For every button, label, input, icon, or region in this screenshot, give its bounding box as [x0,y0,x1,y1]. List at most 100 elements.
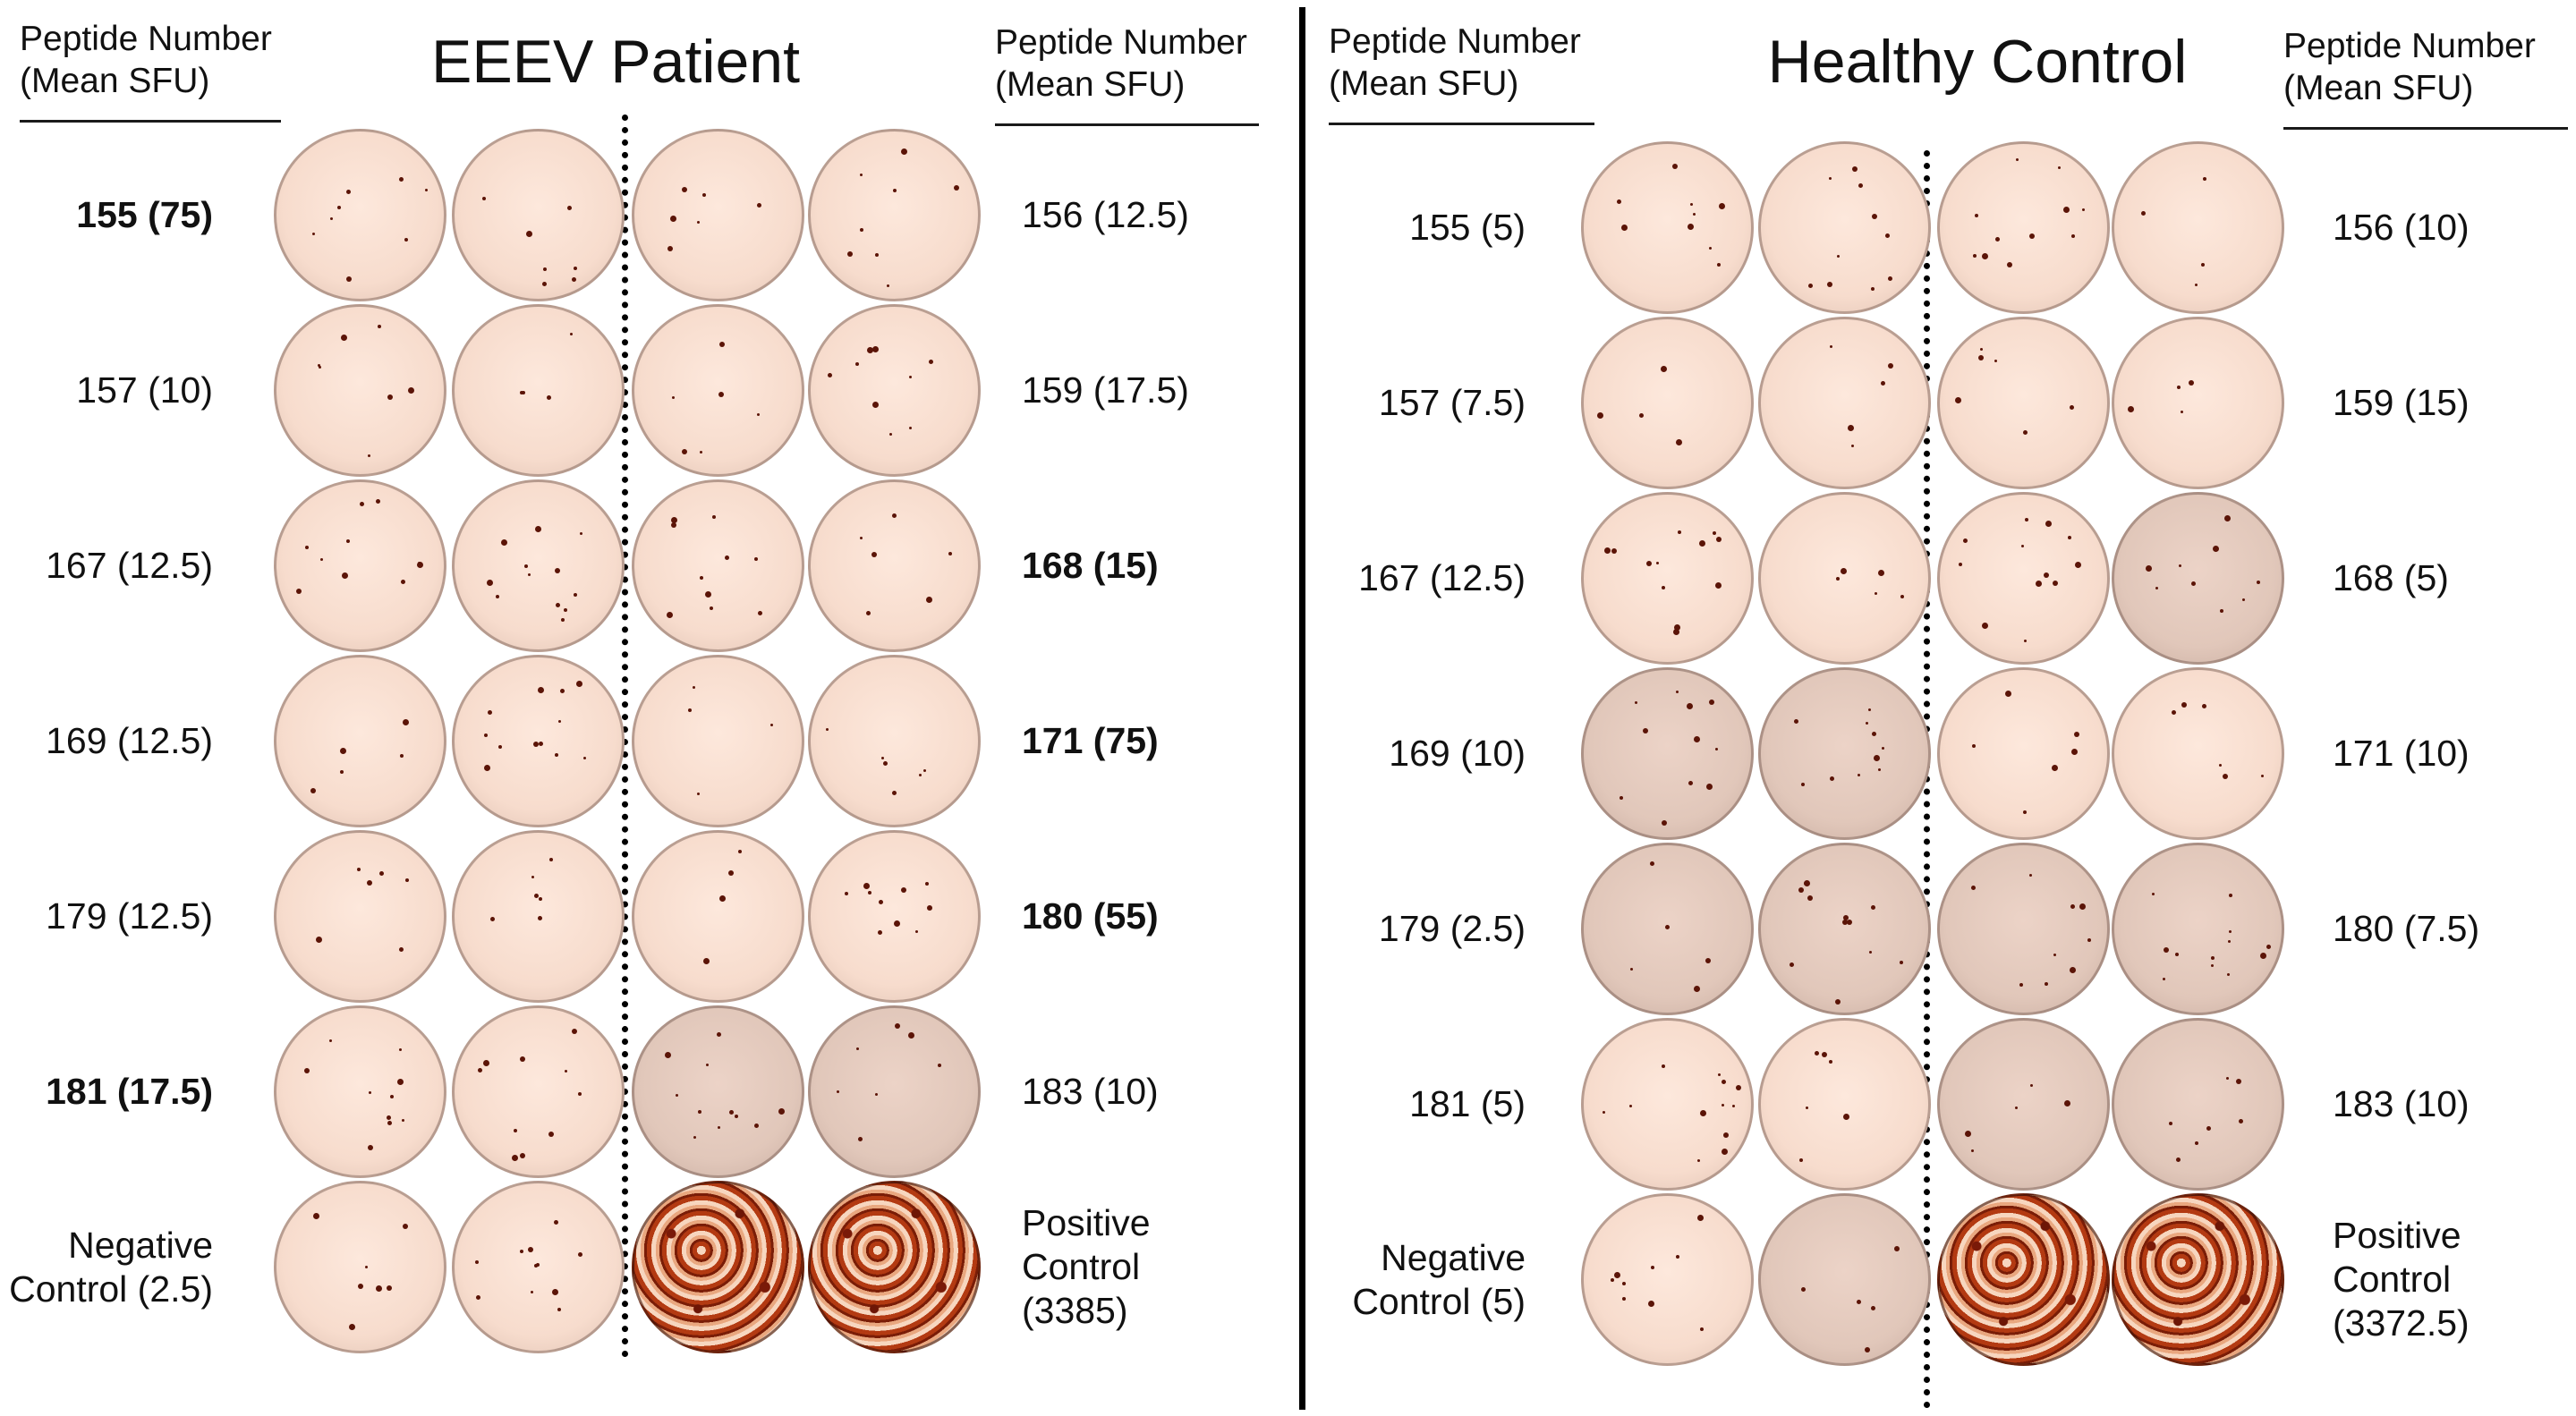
spot [2023,429,2028,435]
left-peptide-label: 155 (75) [0,193,213,237]
spot [667,245,673,251]
spot [2028,873,2032,877]
spot [1732,1104,1736,1107]
spot [2202,704,2207,709]
spot [551,1288,558,1295]
spot [489,917,495,922]
spot [1676,691,1679,694]
elispot-well [632,830,804,1003]
spot [368,454,371,458]
elispot-well [274,1005,446,1178]
spot [719,342,726,348]
spot [1865,721,1868,725]
label-line: Control (2.5) [9,1268,213,1310]
spot [531,1291,534,1294]
spot [1842,914,1849,920]
spot [538,686,545,693]
spot [666,612,673,619]
elispot-well [452,655,625,827]
spot [1977,355,1984,361]
left-column-header: Peptide Number(Mean SFU) [20,18,281,102]
replicate-divider-dotted-line [622,114,628,1358]
spot [1973,253,1977,258]
spot [927,904,933,911]
spot [1871,1305,1876,1310]
spot [319,365,322,369]
spot [2226,1076,2230,1080]
spot [2195,283,2198,286]
spot [1672,163,1678,169]
spot [2181,410,2184,413]
spot [2069,404,2074,410]
right-header-underline [2283,127,2568,130]
spot [1801,1286,1807,1292]
spot [1857,1300,1862,1305]
spot [2151,892,2155,895]
spot [1649,861,1654,867]
spot [387,1285,393,1292]
label-line: 181 (17.5) [46,1071,213,1112]
spot [716,1031,721,1037]
spot [574,266,578,270]
spot [358,1284,364,1290]
spot [389,1094,394,1098]
spot [553,1219,558,1225]
spot [1716,536,1722,542]
elispot-well [1581,141,1754,314]
spot [417,562,421,565]
spot [1790,962,1795,967]
spot [534,893,540,898]
label-line: (3385) [1022,1290,1128,1331]
spot [1613,1271,1620,1278]
elispot-well [2112,667,2284,840]
spot [387,1121,393,1126]
spot [1706,784,1713,791]
right-peptide-label: 183 (10) [2333,1082,2565,1126]
spot [402,1118,404,1122]
spot [1620,795,1624,800]
spot [2223,514,2231,521]
spot [697,1110,701,1115]
spot [1852,166,1858,172]
spot [1688,780,1694,785]
spot [577,1251,582,1257]
spot [2259,953,2266,960]
spot [543,267,548,271]
spot [1827,282,1833,288]
spot [329,1039,333,1043]
elispot-well [1937,317,2110,489]
spot [401,579,406,584]
spot [1643,727,1649,733]
spot [1888,363,1894,369]
elispot-well [452,830,625,1003]
spot [872,346,880,353]
spot [1714,747,1718,750]
spot [891,791,897,796]
spot [537,916,542,921]
spot [2164,947,2169,954]
left-peptide-label: 181 (17.5) [0,1070,213,1114]
elispot-well [1758,667,1931,840]
spot [874,252,879,257]
spot [2140,211,2146,216]
spot [1979,348,1983,352]
spot [881,757,885,760]
spot [2146,565,2153,572]
spot [2019,982,2024,987]
spot [2071,748,2079,755]
spot [2070,904,2075,910]
spot [866,611,871,616]
spot [519,1153,525,1159]
spot [847,251,854,258]
spot [484,764,491,771]
spot [404,878,409,883]
spot [1611,1277,1615,1282]
elispot-well [452,1181,625,1353]
spot [703,958,710,965]
spot [356,867,361,871]
spot [1828,1059,1832,1064]
right-peptide-label: 171 (10) [2333,732,2565,776]
spot [565,1070,568,1073]
spot [555,568,561,574]
